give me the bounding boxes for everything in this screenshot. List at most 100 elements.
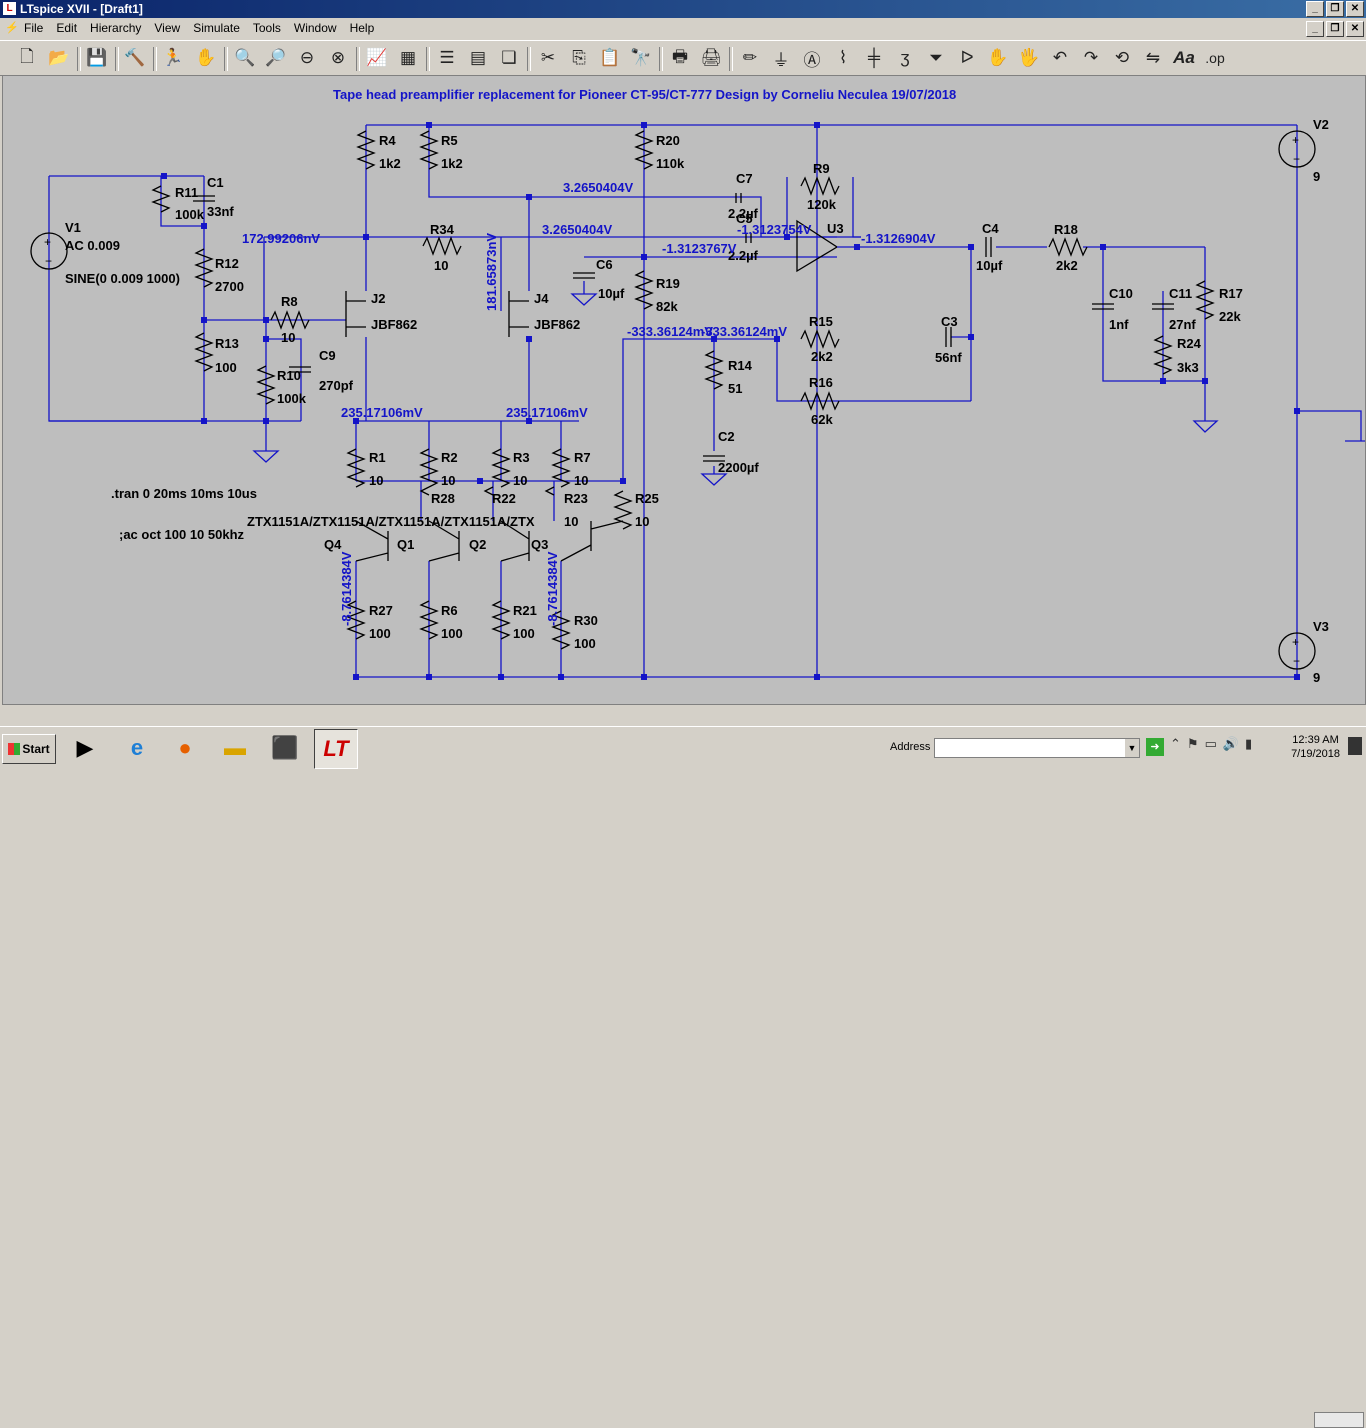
print-icon[interactable]: 🖨 — [700, 48, 722, 67]
doc-close-button[interactable]: ✕ — [1346, 21, 1364, 37]
network-flag-icon[interactable]: ⚑ — [1186, 736, 1199, 751]
address-dropdown-icon[interactable]: ▼ — [1125, 739, 1139, 757]
signal-icon[interactable]: ▮ — [1245, 736, 1253, 751]
redo-icon[interactable]: ↷ — [1083, 48, 1099, 67]
cut-icon[interactable]: ✂ — [540, 48, 556, 67]
move-icon[interactable]: ✋ — [987, 48, 1009, 67]
ltspice-icon[interactable]: LT — [314, 729, 358, 769]
volume-icon[interactable]: 🔊 — [1222, 736, 1240, 751]
halt-icon[interactable]: ✋ — [195, 48, 217, 67]
capacitor-icon[interactable]: ╪ — [867, 48, 881, 67]
go-icon[interactable]: ➜ — [1146, 738, 1164, 756]
clock[interactable]: 12:39 AM 7/19/2018 — [1291, 733, 1340, 761]
label-r2: R2 — [441, 450, 458, 465]
label-r34: R34 — [430, 222, 455, 237]
doc-minimize-button[interactable]: _ — [1306, 21, 1324, 37]
doc-restore-button[interactable]: ❐ — [1326, 21, 1344, 37]
value-r17: 22k — [1219, 309, 1241, 324]
ground-icon[interactable]: ⏚ — [772, 50, 790, 70]
display-icon[interactable]: ▭ — [1204, 736, 1217, 751]
label-c10: C10 — [1109, 286, 1133, 301]
copy-icon[interactable]: ⎘ — [572, 48, 586, 67]
plot-icon[interactable]: 📈 — [366, 48, 388, 67]
menu-view[interactable]: View — [154, 21, 181, 35]
close-button[interactable]: ✕ — [1346, 1, 1364, 17]
pdf-reader-icon[interactable]: ⬛ — [271, 735, 299, 760]
run-icon[interactable]: 🏃 — [162, 48, 184, 67]
svg-text:−: − — [1293, 654, 1300, 668]
menu-file[interactable]: File — [24, 21, 44, 35]
value-r3: 10 — [513, 473, 527, 488]
document-icon[interactable]: ⚡ — [5, 22, 19, 34]
label-v2: V2 — [1313, 117, 1329, 132]
label-c7: C7 — [736, 171, 753, 186]
text-icon[interactable]: Aa — [1173, 48, 1195, 67]
diode-icon[interactable]: ⏷ — [929, 48, 943, 67]
zoom-in-icon[interactable]: 🔍 — [234, 48, 256, 67]
v1-ac-value: AC 0.009 — [65, 238, 120, 253]
draw-wire-icon[interactable]: ✏ — [742, 48, 758, 67]
label-r9: R9 — [813, 161, 830, 176]
label-c3: C3 — [941, 314, 958, 329]
rotate-icon[interactable]: ⟲ — [1114, 48, 1130, 67]
value-c5: 2.2µf — [728, 248, 759, 263]
menu-simulate[interactable]: Simulate — [193, 21, 240, 35]
component-icon[interactable]: ᐅ — [960, 48, 974, 67]
new-schematic-icon[interactable]: 🗋 — [20, 46, 34, 66]
bjt-symbols — [355, 520, 624, 562]
pan-icon[interactable]: 🔎 — [265, 48, 287, 67]
v1-sine-value: SINE(0 0.009 1000) — [65, 271, 180, 286]
ltspice-app-icon[interactable]: L — [3, 2, 16, 15]
undo-icon[interactable]: ↶ — [1052, 48, 1068, 67]
paste-icon[interactable]: 📋 — [599, 48, 621, 67]
show-desktop-button[interactable] — [1348, 737, 1362, 755]
media-player-icon[interactable]: ▶ — [76, 735, 94, 760]
autorange-icon[interactable]: ▦ — [399, 48, 417, 67]
menu-hierarchy[interactable]: Hierarchy — [90, 21, 142, 35]
node-voltage-11: -8.7614384V — [339, 551, 354, 626]
print-setup-icon[interactable]: 🖶 — [671, 46, 689, 66]
scroll-stub[interactable] — [1314, 1412, 1364, 1428]
menu-help[interactable]: Help — [349, 21, 375, 35]
tran-directive: .tran 0 20ms 10ms 10us — [111, 486, 257, 501]
value-r30: 100 — [574, 636, 596, 651]
wires — [48, 124, 1362, 678]
menu-tools[interactable]: Tools — [252, 21, 281, 35]
title-bar: L LTspice XVII - [Draft1] _ ❐ ✕ — [0, 0, 1366, 18]
zoom-cancel-icon[interactable]: ⊗ — [330, 48, 346, 67]
spice-directive-icon[interactable]: .op — [1205, 50, 1225, 66]
menu-window[interactable]: Window — [293, 21, 337, 35]
file-explorer-icon[interactable]: ▬ — [224, 735, 246, 760]
menu-edit[interactable]: Edit — [56, 21, 78, 35]
zoom-out-icon[interactable]: ⊖ — [299, 48, 315, 67]
maximize-button[interactable]: ❐ — [1326, 1, 1344, 17]
label-r16: R16 — [809, 375, 833, 390]
label-c4: C4 — [982, 221, 999, 236]
inductor-icon[interactable]: ʒ — [900, 48, 910, 67]
start-button[interactable]: Start — [2, 734, 56, 764]
tray-expand-icon[interactable]: ⌃ — [1170, 736, 1181, 751]
mirror-icon[interactable]: ⇋ — [1145, 48, 1161, 67]
control-panel-icon[interactable]: 🔨 — [124, 48, 146, 67]
value-c9: 270pf — [319, 378, 354, 393]
drag-icon[interactable]: 🖐 — [1018, 48, 1040, 67]
label-r27: R27 — [369, 603, 393, 618]
resistor-icon[interactable]: ⌇ — [838, 48, 848, 67]
schematic-canvas[interactable]: Tape head preamplifier replacement for P… — [2, 75, 1366, 705]
address-input[interactable]: ▼ — [934, 738, 1140, 758]
firefox-icon[interactable]: ● — [178, 735, 192, 760]
node-voltage-7: -333.36124mV — [627, 324, 713, 339]
label-net-icon[interactable]: Ⓐ — [803, 50, 821, 70]
tile-horizontal-icon[interactable]: ☰ — [439, 48, 455, 67]
label-r8: R8 — [281, 294, 298, 309]
value-r15: 2k2 — [811, 349, 833, 364]
save-icon[interactable]: 💾 — [86, 48, 108, 67]
open-icon[interactable]: 📂 — [48, 48, 70, 67]
internet-explorer-icon[interactable]: e — [130, 735, 144, 760]
tile-vertical-icon[interactable]: ▤ — [469, 48, 487, 67]
minimize-button[interactable]: _ — [1306, 1, 1324, 17]
cascade-icon[interactable]: ❏ — [501, 48, 517, 67]
label-v3: V3 — [1313, 619, 1329, 634]
find-icon[interactable]: 🔭 — [630, 48, 652, 67]
label-r24: R24 — [1177, 336, 1202, 351]
